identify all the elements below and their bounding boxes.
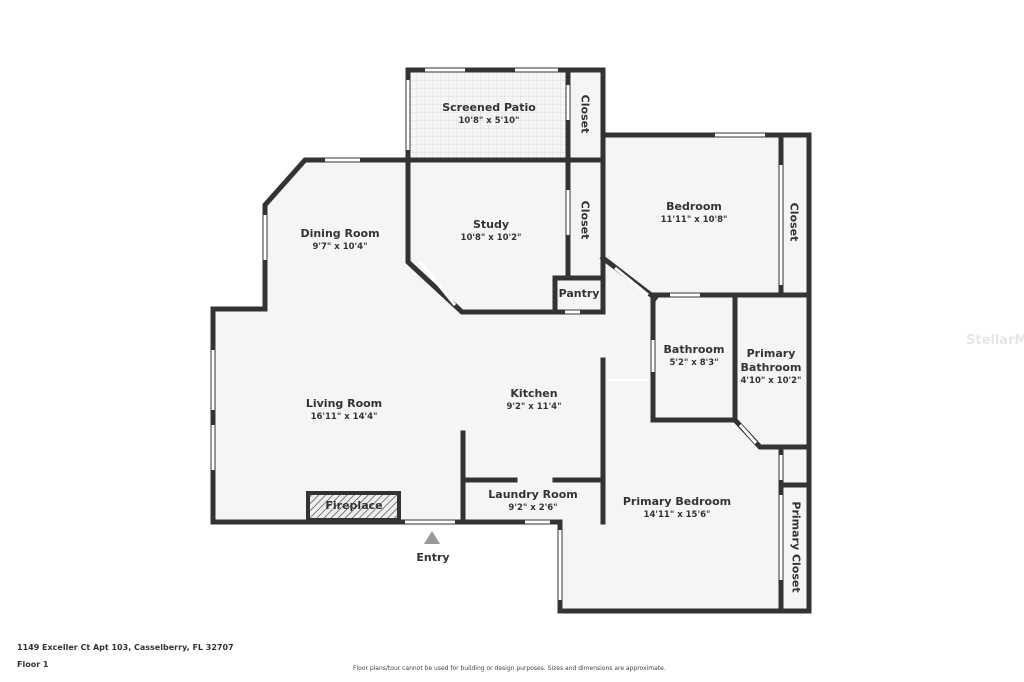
floor-area [213, 70, 809, 611]
room-dimensions: 10'8" x 10'2" [460, 233, 522, 243]
room-name: Study [472, 218, 510, 231]
room-living-room: Living Room 16'11" x 14'4" [306, 397, 382, 423]
floor-label: Floor 1 [17, 660, 49, 669]
room-dimensions: 9'2" x 2'6" [508, 503, 558, 513]
room-dining-room: Dining Room 9'7" x 10'4" [300, 227, 379, 253]
room-name: Screened Patio [442, 101, 536, 114]
room-name: Bedroom [666, 200, 722, 213]
room-bathroom: Bathroom 5'2" x 8'3" [664, 343, 725, 369]
room-dimensions: 9'2" x 11'4" [506, 402, 562, 412]
room-dimensions: 4'10" x 10'2" [740, 376, 802, 386]
room-laundry-room: Laundry Room 9'2" x 2'6" [488, 488, 577, 514]
room-name: Bathroom [663, 343, 725, 356]
room-kitchen: Kitchen 9'2" x 11'4" [506, 387, 561, 413]
room-name: Living Room [305, 397, 383, 410]
room-name: Kitchen [510, 387, 558, 400]
room-primary-bedroom: Primary Bedroom 14'11" x 15'6" [623, 495, 731, 521]
closet-label-bedroom: Closet [787, 202, 801, 242]
room-name: Laundry Room [488, 488, 578, 501]
room-dimensions: 9'7" x 10'4" [312, 242, 368, 252]
closet-label-study: Closet [578, 200, 592, 240]
room-name: Dining Room [300, 227, 380, 240]
closet-label-patio: Closet [578, 94, 592, 134]
entry-label: Entry [416, 551, 450, 564]
room-bedroom: Bedroom 11'11" x 10'8" [661, 200, 728, 226]
watermark: StellarMLS [966, 333, 1024, 348]
pantry-label: Pantry [558, 287, 600, 300]
entry-arrow-icon [424, 531, 440, 544]
patio-floor [410, 72, 568, 160]
room-name: Primary Bedroom [622, 495, 732, 508]
room-dimensions: 16'11" x 14'4" [310, 412, 378, 422]
room-study: Study 10'8" x 10'2" [461, 218, 522, 244]
address: 1149 Exceller Ct Apt 103, Casselberry, F… [17, 643, 234, 652]
fireplace [306, 491, 401, 522]
room-name: Primary Bathroom [740, 347, 802, 374]
room-primary-bathroom: Primary Bathroom 4'10" x 10'2" [739, 347, 803, 387]
room-screened-patio: Screened Patio 10'8" x 5'10" [442, 101, 536, 127]
room-dimensions: 11'11" x 10'8" [660, 215, 728, 225]
room-dimensions: 10'8" x 5'10" [458, 116, 520, 126]
fireplace-label: Fireplace [325, 499, 383, 512]
room-dimensions: 14'11" x 15'6" [643, 510, 711, 520]
disclaimer: Floor plans/tour cannot be used for buil… [353, 665, 666, 672]
windows-doors [211, 68, 783, 600]
room-dimensions: 5'2" x 8'3" [669, 358, 719, 368]
primary-closet-label: Primary Closet [789, 501, 803, 593]
